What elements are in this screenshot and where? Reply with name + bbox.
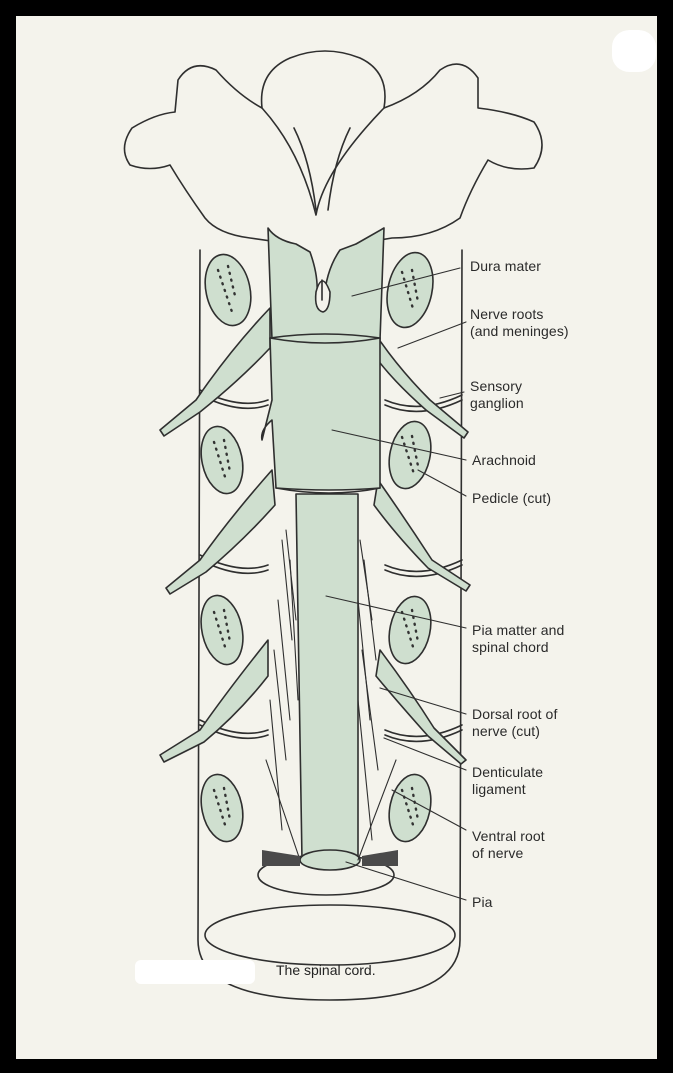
figure-caption: The spinal cord. bbox=[276, 962, 376, 978]
arachnoid bbox=[262, 334, 380, 490]
label-nerve-roots: Nerve roots (and meninges) bbox=[470, 306, 569, 340]
nerve-roots-left bbox=[160, 308, 275, 762]
spinal-cord bbox=[296, 494, 358, 864]
paper-blot bbox=[612, 30, 656, 72]
label-pedicle: Pedicle (cut) bbox=[472, 490, 551, 507]
spinal-cord-cut bbox=[300, 850, 360, 870]
label-pia: Pia bbox=[472, 894, 493, 911]
dura-notch bbox=[316, 281, 330, 312]
canal-bottom-ellipse bbox=[205, 905, 455, 965]
label-dura-mater: Dura mater bbox=[470, 258, 541, 275]
label-ventral-root: Ventral root of nerve bbox=[472, 828, 545, 862]
label-sensory-ganglion: Sensory ganglion bbox=[470, 378, 524, 412]
redacted-figure-number bbox=[135, 960, 255, 984]
label-denticulate: Denticulate ligament bbox=[472, 764, 543, 798]
label-arachnoid: Arachnoid bbox=[472, 452, 536, 469]
label-dorsal-root: Dorsal root of nerve (cut) bbox=[472, 706, 557, 740]
label-pia-matter: Pia matter and spinal chord bbox=[472, 622, 564, 656]
